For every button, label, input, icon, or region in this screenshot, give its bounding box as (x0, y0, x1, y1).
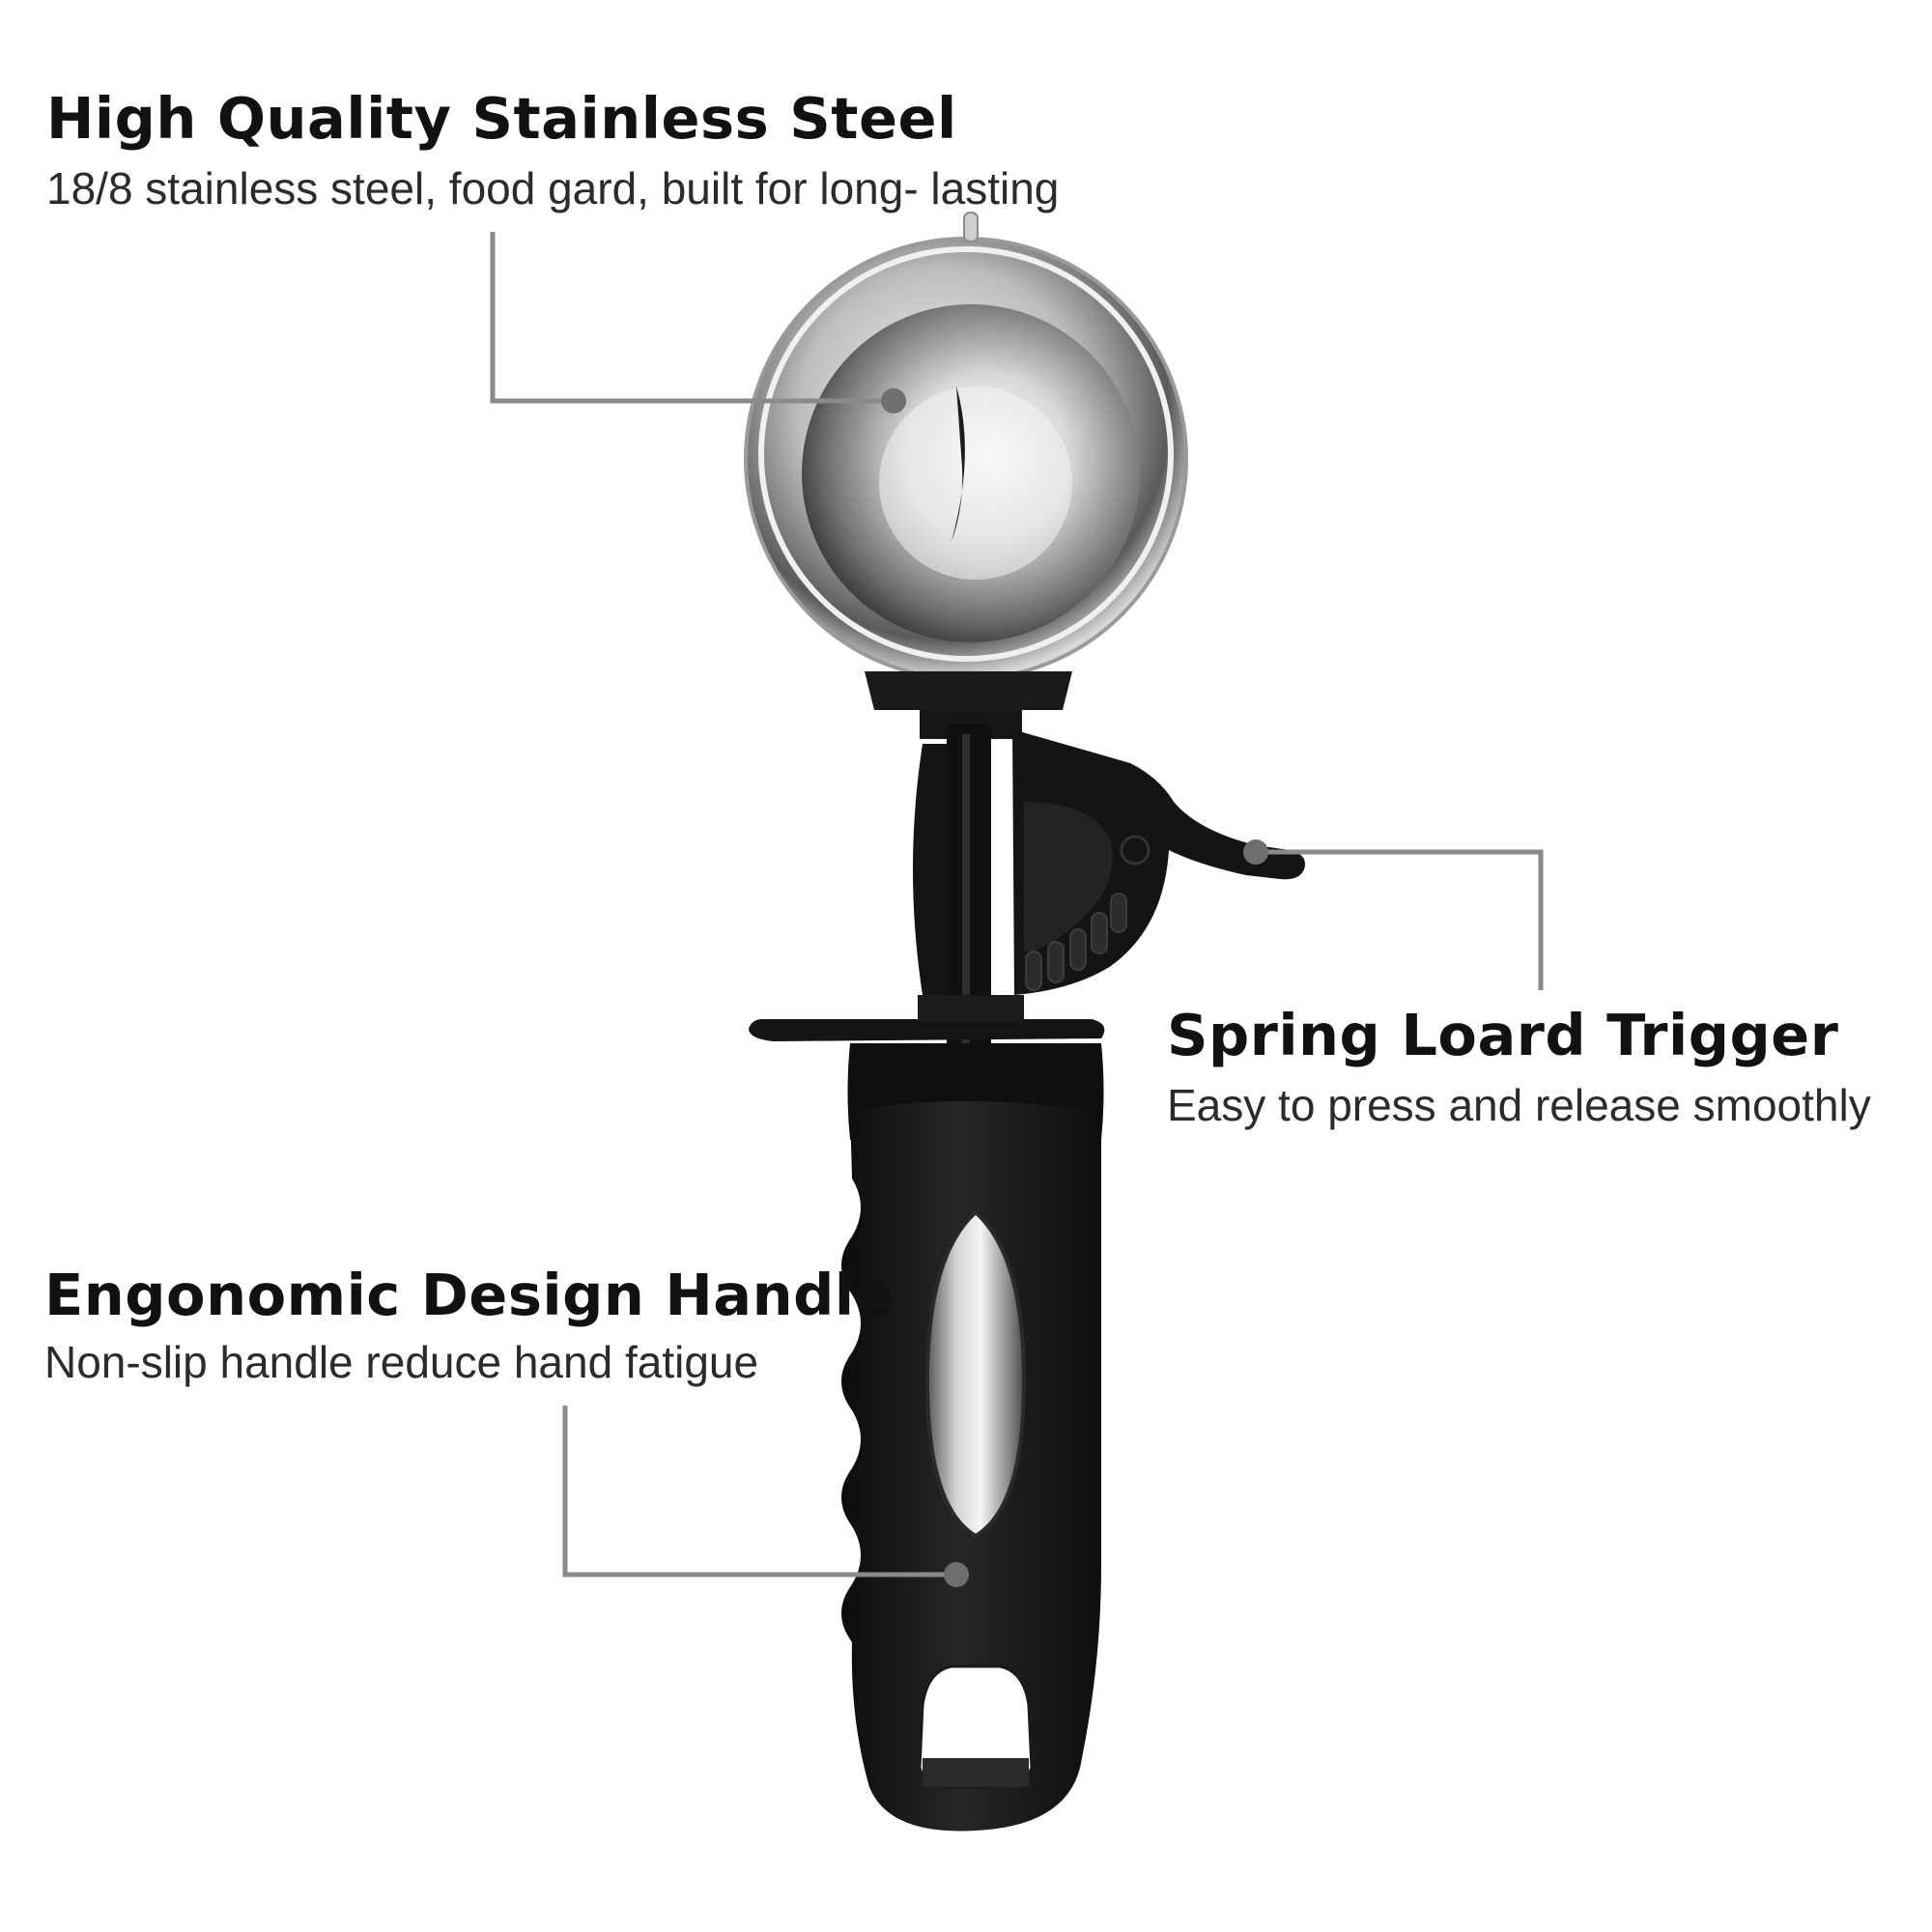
callout-line-handle (562, 1406, 956, 1577)
callout-line-stainless (490, 232, 894, 404)
scoop-bowl (744, 212, 1188, 681)
feature-title-trigger: Spring Loard Trigger (1167, 1002, 1839, 1068)
finger-guard (749, 995, 1105, 1041)
callout-dot (1243, 839, 1268, 865)
callout-dot (881, 388, 906, 413)
ergonomic-handle (841, 1043, 1104, 1832)
feature-title-stainless: High Quality Stainless Steel (46, 85, 957, 152)
callout-dot (944, 1562, 969, 1587)
callout-lines (490, 232, 1544, 1577)
feature-desc-trigger: Easy to press and release smoothly (1167, 1080, 1871, 1130)
feature-desc-handle: Non-slip handle reduce hand fatigue (44, 1337, 759, 1387)
feature-title-handle: Engonomic Design Handle (44, 1262, 895, 1328)
spring-trigger (1012, 729, 1305, 995)
feature-desc-stainless: 18/8 stainless steel, food gard, built f… (46, 163, 1060, 213)
callout-line-trigger (1256, 849, 1544, 990)
scoop-bracket (913, 744, 947, 995)
